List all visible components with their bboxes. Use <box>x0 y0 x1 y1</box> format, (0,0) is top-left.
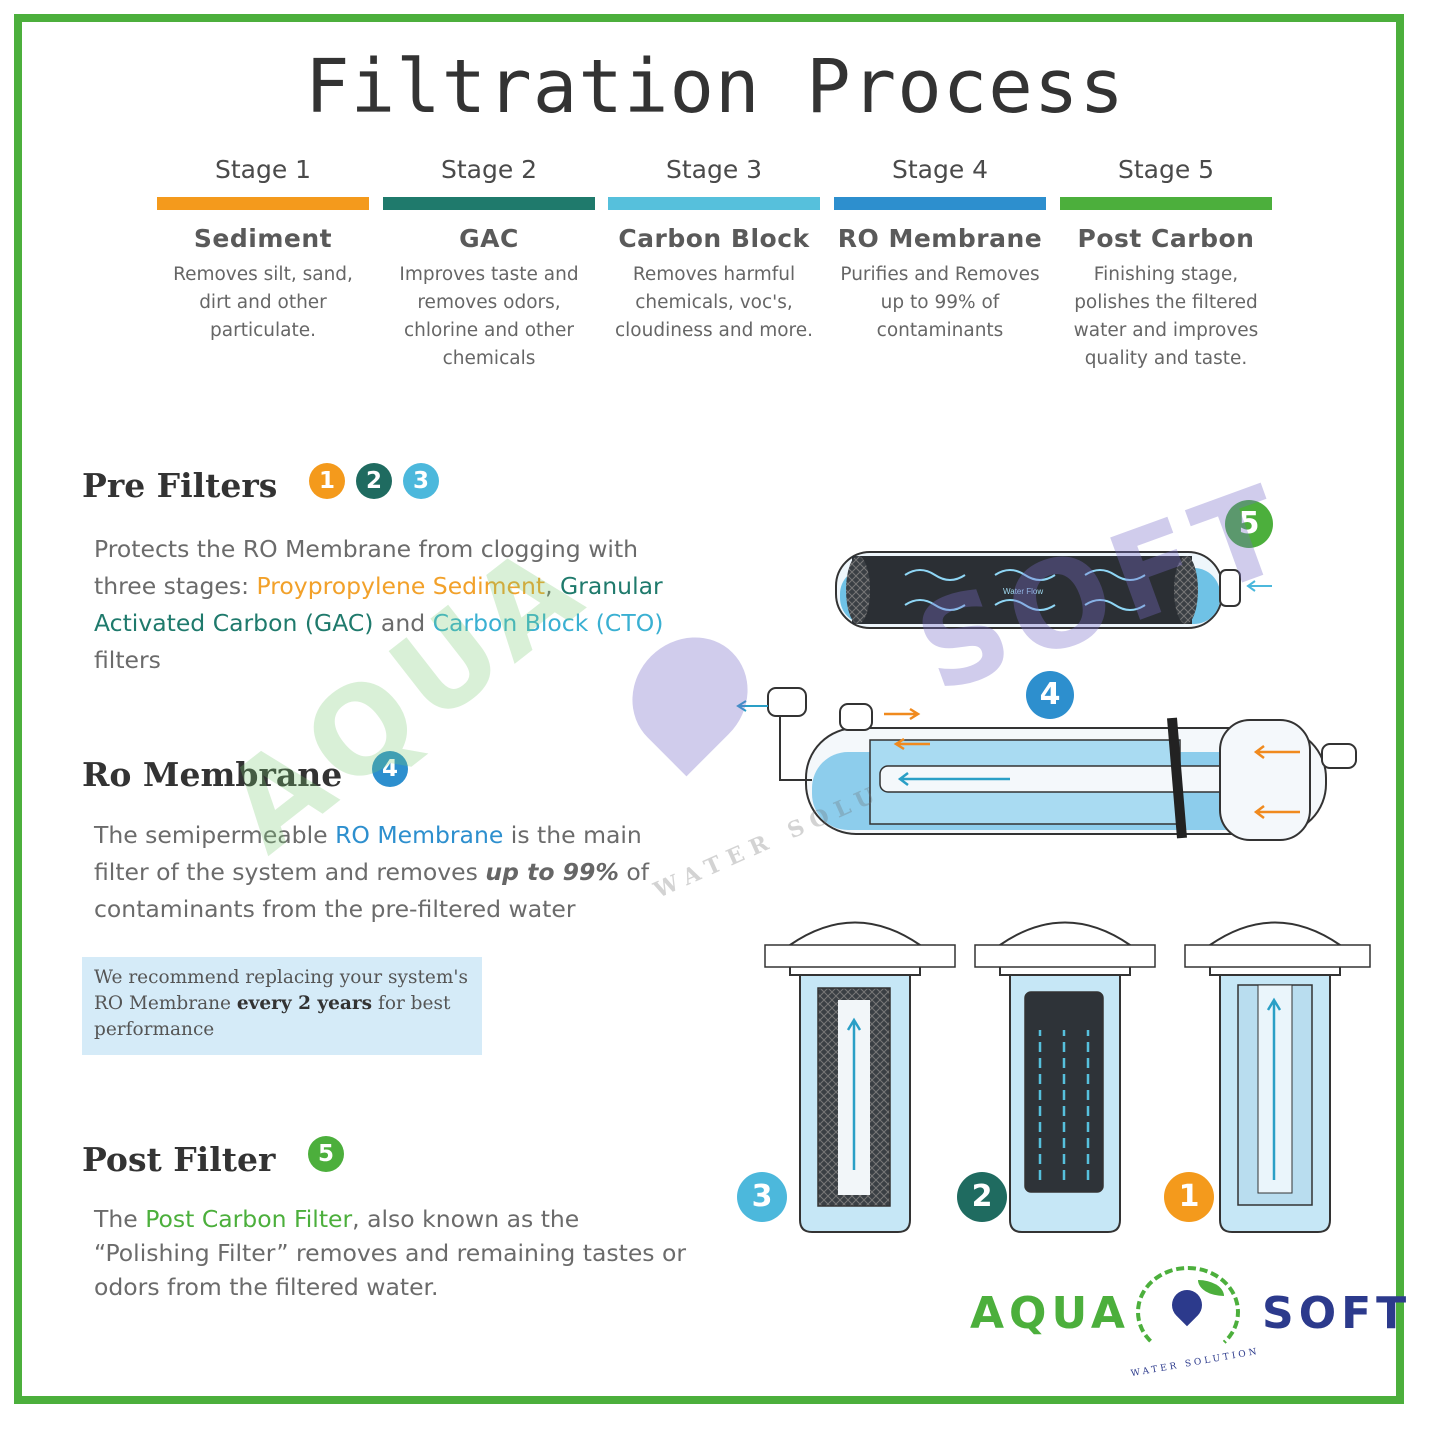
badge-stage-2: 2 <box>356 463 392 499</box>
carbon-block-cartridge-illustration <box>764 921 956 1233</box>
diagram-badge-stage-2: 2 <box>957 1172 1007 1222</box>
post-text: , also known as the “Polishing Filter” r… <box>94 1205 687 1301</box>
highlight-carbon-block: Carbon Block (CTO) <box>432 609 664 637</box>
stage-name: Post Carbon <box>1077 224 1255 253</box>
stage-number: Stage 3 <box>665 155 763 184</box>
ro-membrane-illustration <box>736 687 1357 841</box>
stage-description: Removes harmful chemicals, voc's, cloudi… <box>615 264 813 341</box>
stage-3: Stage 3 Carbon Block Removes harmful che… <box>608 155 820 345</box>
stage-name: Carbon Block <box>618 224 810 253</box>
highlight-gac: Granular Activated Carbon (GAC) <box>94 572 663 637</box>
badge-stage-1: 1 <box>309 463 345 499</box>
stage-5: Stage 5 Post Carbon Finishing stage, pol… <box>1060 155 1272 373</box>
badge-stage-5: 5 <box>308 1136 344 1172</box>
stage-2: Stage 2 GAC Improves taste and removes o… <box>383 155 595 373</box>
stage-color-bar <box>608 197 820 210</box>
diagram-badge-stage-1: 1 <box>1164 1172 1214 1222</box>
ro-text: is the main filter of the system and rem… <box>94 821 642 886</box>
logo-soft: SOFT <box>1262 1288 1412 1339</box>
stage-description: Purifies and Removes up to 99% of contam… <box>840 264 1040 341</box>
logo-emblem-icon <box>1126 1262 1244 1362</box>
emphasis-99: up to 99% <box>485 858 619 886</box>
stage-name: RO Membrane <box>837 224 1043 253</box>
highlight-sediment: Proypropylene Sediment <box>256 572 546 600</box>
stage-description: Removes silt, sand, dirt and other parti… <box>173 264 353 341</box>
stage-number: Stage 5 <box>1117 155 1215 184</box>
water-flow-label: Water Flow <box>1003 587 1043 596</box>
ro-text: The semipermeable <box>94 821 336 849</box>
recommendation-box: We recommend replacing your system's RO … <box>82 957 482 1055</box>
badge-stage-3: 3 <box>403 463 439 499</box>
stage-color-bar <box>1060 197 1272 210</box>
ro-membrane-heading: Ro Membrane <box>82 755 343 794</box>
stage-color-bar <box>834 197 1046 210</box>
gac-cartridge-illustration <box>974 921 1156 1233</box>
stage-number: Stage 1 <box>214 155 312 184</box>
ro-membrane-description: The semipermeable RO Membrane is the mai… <box>94 817 674 928</box>
separator: , <box>545 572 561 600</box>
pre-filters-text-end: filters <box>94 646 161 674</box>
stage-name: Sediment <box>193 224 333 253</box>
highlight-post-carbon: Post Carbon Filter <box>145 1205 353 1233</box>
diagram-badge-stage-4: 4 <box>1026 671 1074 719</box>
badge-stage-4: 4 <box>372 751 408 787</box>
recommend-text-end: for best performance <box>94 993 451 1040</box>
diagram-badge-stage-3: 3 <box>737 1172 787 1222</box>
pre-filters-heading: Pre Filters <box>82 466 278 505</box>
stage-1: Stage 1 Sediment Removes silt, sand, dir… <box>157 155 369 345</box>
post-carbon-filter-illustration: Water Flow <box>835 551 1272 629</box>
stage-number: Stage 4 <box>891 155 989 184</box>
post-filter-heading: Post Filter <box>82 1140 276 1179</box>
stage-number: Stage 2 <box>440 155 538 184</box>
page-border <box>14 14 1404 1404</box>
recommend-text: We recommend replacing your system's RO … <box>94 967 468 1014</box>
stage-description: Improves taste and removes odors, chlori… <box>399 264 579 369</box>
highlight-ro-membrane: RO Membrane <box>335 821 504 849</box>
pre-filters-text: Protects the RO Membrane from clogging w… <box>94 535 639 600</box>
separator: and <box>373 609 433 637</box>
recommend-bold: every 2 years <box>236 993 373 1014</box>
pre-filters-description: Protects the RO Membrane from clogging w… <box>94 531 694 679</box>
stage-color-bar <box>157 197 369 210</box>
stage-color-bar <box>383 197 595 210</box>
diagram-badge-stage-5: 5 <box>1225 500 1273 548</box>
ro-text: of contaminants from the pre-filtered wa… <box>94 858 650 923</box>
stage-name: GAC <box>459 224 519 253</box>
post-filter-description: The Post Carbon Filter, also known as th… <box>94 1202 694 1304</box>
logo-aqua: AQUA <box>970 1288 1130 1339</box>
stage-description: Finishing stage, polishes the filtered w… <box>1073 264 1259 369</box>
page-title: Filtration Process <box>305 44 1125 130</box>
sediment-cartridge-illustration <box>1184 921 1371 1233</box>
stage-4: Stage 4 RO Membrane Purifies and Removes… <box>834 155 1046 345</box>
post-text: The <box>94 1205 146 1233</box>
